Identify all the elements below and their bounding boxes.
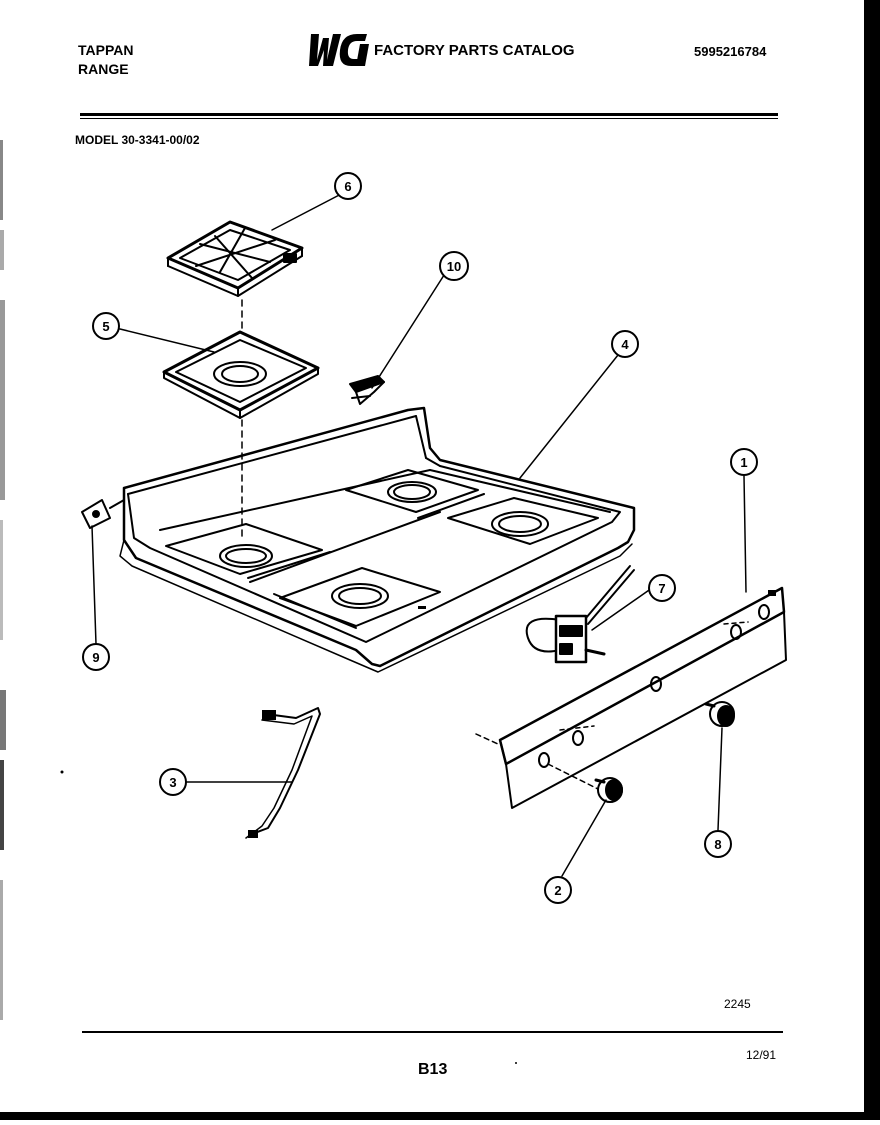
callout-4-label: 4 [621,337,629,352]
drawing-reference-code: 2245 [724,997,751,1011]
callout-5: 5 [92,312,120,340]
callout-8: 8 [704,830,732,858]
leader-lines [91,191,747,877]
callout-1-label: 1 [740,455,747,470]
callout-1: 1 [730,448,758,476]
callout-3-label: 3 [169,775,176,790]
catalog-title: FACTORY PARTS CATALOG [374,42,575,59]
brand-name: TAPPAN [78,42,134,58]
control-panel-part [475,586,787,809]
bracket-part [81,499,125,529]
callout-10-label: 10 [447,259,461,274]
callout-10: 10 [439,251,469,281]
scan-edge-right [864,0,880,1120]
callout-2-label: 2 [554,883,561,898]
callout-9: 9 [82,643,110,671]
burner-bowl-part [162,330,320,419]
burner-grate-part [166,220,304,297]
callout-4: 4 [611,330,639,358]
callout-5-label: 5 [102,319,109,334]
scan-edge-left [0,0,10,1120]
callout-7: 7 [648,574,676,602]
callout-3: 3 [159,768,187,796]
page-number: B13 [418,1061,448,1078]
cooktop-part [119,406,636,673]
callout-6-label: 6 [344,179,351,194]
callout-2: 2 [544,876,572,904]
footer-rule [82,1031,783,1033]
revision-date: 12/91 [746,1048,777,1062]
igniter-part [525,565,635,664]
header-rule [80,113,778,119]
scan-edge-bottom [0,1112,880,1120]
model-number: MODEL 30-3341-00/02 [75,133,200,147]
knob-part-8 [704,701,735,727]
clip-part [349,375,385,405]
callout-7-label: 7 [658,581,665,596]
catalog-number: 5995216784 [694,44,767,59]
callout-8-label: 8 [714,837,721,852]
callout-6: 6 [334,172,362,200]
knob-part-2 [594,777,623,803]
product-type: RANGE [78,61,129,77]
wci-logo-icon [309,34,369,66]
tube-part [245,707,321,839]
callout-9-label: 9 [92,650,99,665]
